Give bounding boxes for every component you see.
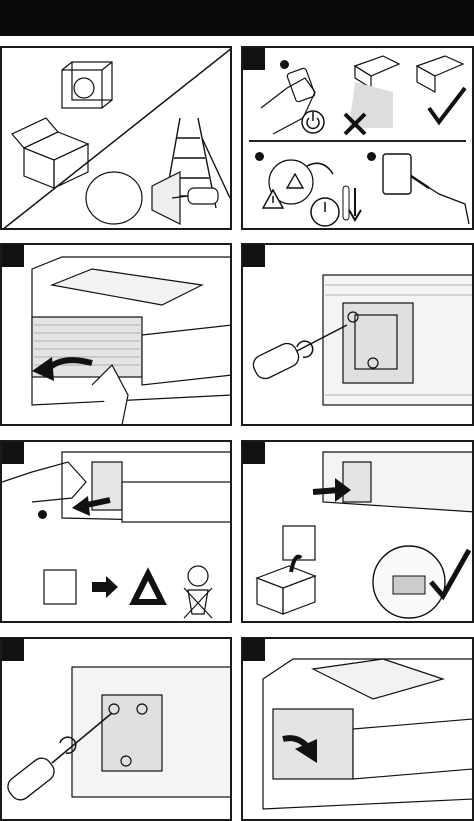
remote-icon — [260, 67, 316, 135]
illustration-insert-lamp — [255, 451, 472, 619]
header-bar — [0, 0, 474, 36]
arrow-right-icon — [92, 582, 108, 592]
illustration-close-door — [262, 658, 472, 810]
lamp-module-icon — [282, 525, 316, 561]
outlet-icon — [382, 153, 412, 195]
step-marker — [243, 639, 265, 661]
panel-step-1 — [0, 243, 232, 426]
panel-step-5 — [0, 637, 232, 821]
box-icon — [11, 117, 90, 189]
panel-preparation — [0, 46, 232, 230]
check-icon — [427, 86, 467, 126]
panel-step-3 — [0, 440, 232, 623]
cross-icon — [343, 112, 367, 136]
substep-dot-c — [367, 152, 376, 161]
illustration-remove-lamp — [2, 451, 230, 619]
step-marker — [2, 639, 24, 661]
panel-divider — [249, 140, 466, 142]
warning-icon — [285, 172, 305, 189]
illustration-preparation — [3, 48, 230, 228]
illustration-tighten-screws — [7, 666, 230, 801]
screwdriver-icon — [7, 757, 55, 801]
lamp-module-icon — [61, 61, 113, 109]
rotate-icon — [59, 736, 77, 754]
fan-icon — [268, 159, 314, 205]
step-marker — [243, 442, 265, 464]
illustration-open-door — [31, 256, 230, 424]
step-marker — [2, 442, 24, 464]
box-icon — [255, 565, 317, 615]
screwdriver-icon — [252, 342, 300, 380]
power-icon — [301, 110, 325, 134]
rotate-icon — [296, 340, 314, 358]
illustration-loosen-screws — [252, 274, 472, 406]
thermometer-icon — [342, 185, 350, 221]
panel-step-6 — [241, 637, 474, 821]
step-marker — [243, 245, 265, 267]
recycle-icon — [129, 567, 167, 605]
arrow-right-icon — [295, 739, 317, 763]
substep-dot-a — [280, 60, 289, 69]
arrow-right-icon — [335, 478, 351, 502]
screwdriver-icon — [85, 171, 219, 225]
crossed-bin-icon — [183, 587, 213, 619]
step-marker — [2, 245, 24, 267]
substep-dot-b — [255, 152, 264, 161]
arrow-left-icon — [72, 496, 90, 516]
lamp-module-icon — [43, 569, 77, 605]
check-icon — [429, 548, 472, 601]
substep-dot — [38, 510, 47, 519]
panel-safety — [241, 46, 474, 230]
illustration-safety — [260, 55, 470, 227]
panel-step-4 — [241, 440, 474, 623]
step-marker — [243, 48, 265, 70]
panel-step-2 — [241, 243, 474, 426]
